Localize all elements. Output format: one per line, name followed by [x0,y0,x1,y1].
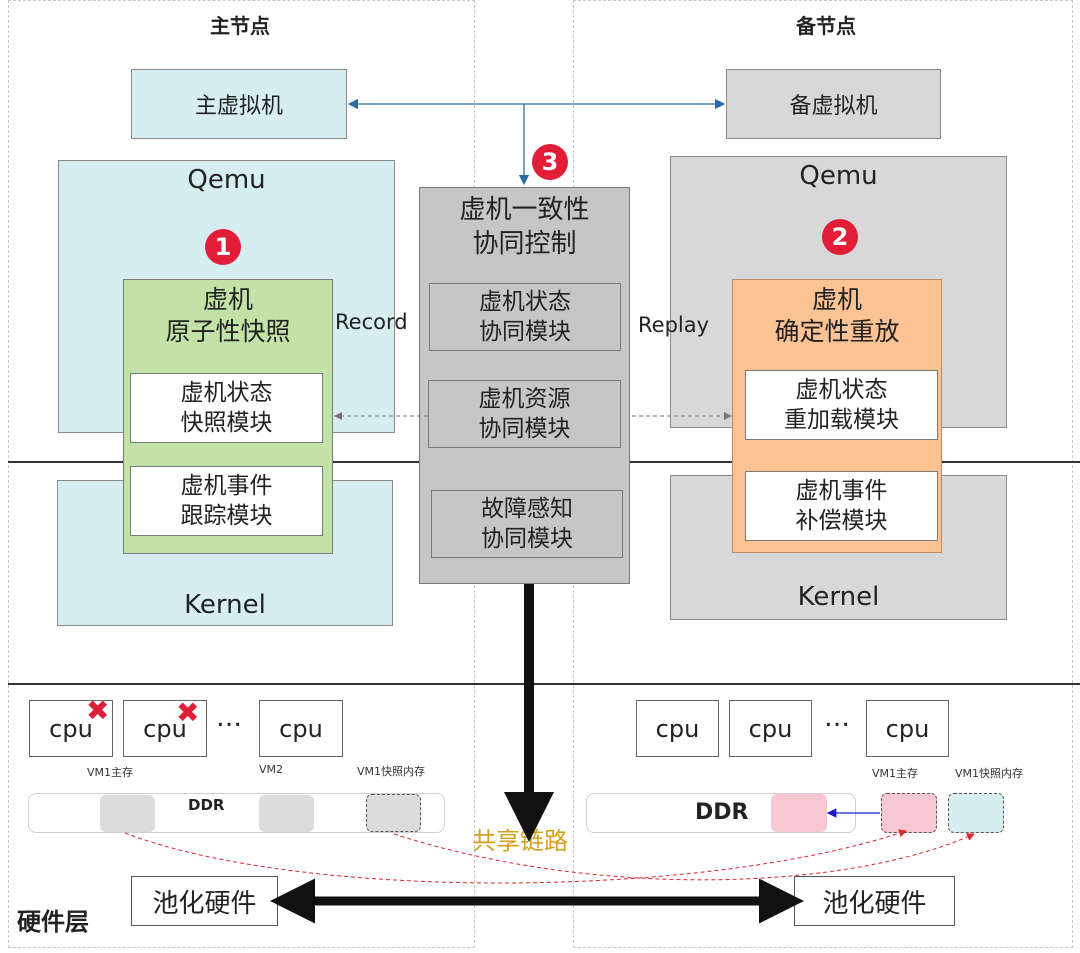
primary-mem-label-vm1: VM1主存 [87,766,134,779]
primary-kernel-label: Kernel [184,590,266,620]
primary-cpu-1: cpu [29,700,113,757]
backup-vm-box: 备虚拟机 [726,69,941,139]
snapshot-memory-replication [393,833,975,881]
backup-ddr-label: DDR [695,800,749,825]
backup-kernel-label: Kernel [797,582,880,612]
badge-2: 2 [822,219,858,255]
backup-vm1-memory [881,793,937,833]
pool-hardware-right: 池化硬件 [794,876,955,926]
primary-ddr-label: DDR [188,796,225,814]
coordination-title: 虚机一致性 协同控制 [459,195,590,259]
vm1-memory-replication [124,829,907,884]
fault-coordination-module: 故障感知 协同模块 [431,490,623,558]
backup-qemu-label: Qemu [799,161,878,191]
hardware-layer-label: 硬件层 [17,908,89,936]
backup-cpu-1: cpu [636,700,719,757]
primary-node-title: 主节点 [210,14,270,38]
backup-cpu-ellipsis: … [824,703,850,733]
primary-cpu-ellipsis: … [216,703,242,733]
primary-mem-label-vm2: VM2 [259,763,284,776]
backup-cpu-3: cpu [866,700,949,757]
snapshot-module-title: 虚机 原子性快照 [165,285,291,346]
backup-node-title: 备节点 [796,14,856,38]
primary-vm-box: 主虚拟机 [131,69,347,139]
badge-1: 1 [205,229,241,265]
event-compensation-module: 虚机事件 补偿模块 [745,471,938,541]
cpu-failed-icon: ✖ [86,694,110,727]
replay-label: Replay [638,313,710,337]
primary-mem-label-snapshot: VM1快照内存 [357,765,426,778]
event-tracking-module: 虚机事件 跟踪模块 [130,466,323,536]
primary-cpu-2: cpu [123,700,207,757]
primary-cpu-3: cpu [259,700,343,757]
state-snapshot-module: 虚机状态 快照模块 [130,373,323,443]
state-reload-module: 虚机状态 重加载模块 [745,370,938,440]
backup-snapshot-memory [948,793,1004,833]
backup-cpu-2: cpu [729,700,812,757]
backup-mem-label-vm1: VM1主存 [872,767,919,780]
replay-module-title: 虚机 确定性重放 [774,285,900,346]
primary-qemu-label: Qemu [187,165,266,195]
software-hardware-divider [8,683,1080,685]
primary-vm2-memory [259,795,314,832]
cpu-failed-icon: ✖ [176,696,200,729]
primary-vm1-memory [100,795,155,832]
backup-ddr-memory [771,794,827,832]
pool-hardware-left: 池化硬件 [131,876,278,926]
primary-snapshot-memory [366,794,421,832]
resource-coordination-module: 虚机资源 协同模块 [428,380,621,448]
state-coordination-module: 虚机状态 协同模块 [429,283,621,351]
backup-mem-label-snapshot: VM1快照内存 [955,767,1024,780]
badge-3: 3 [532,144,568,180]
record-label: Record [335,310,408,334]
